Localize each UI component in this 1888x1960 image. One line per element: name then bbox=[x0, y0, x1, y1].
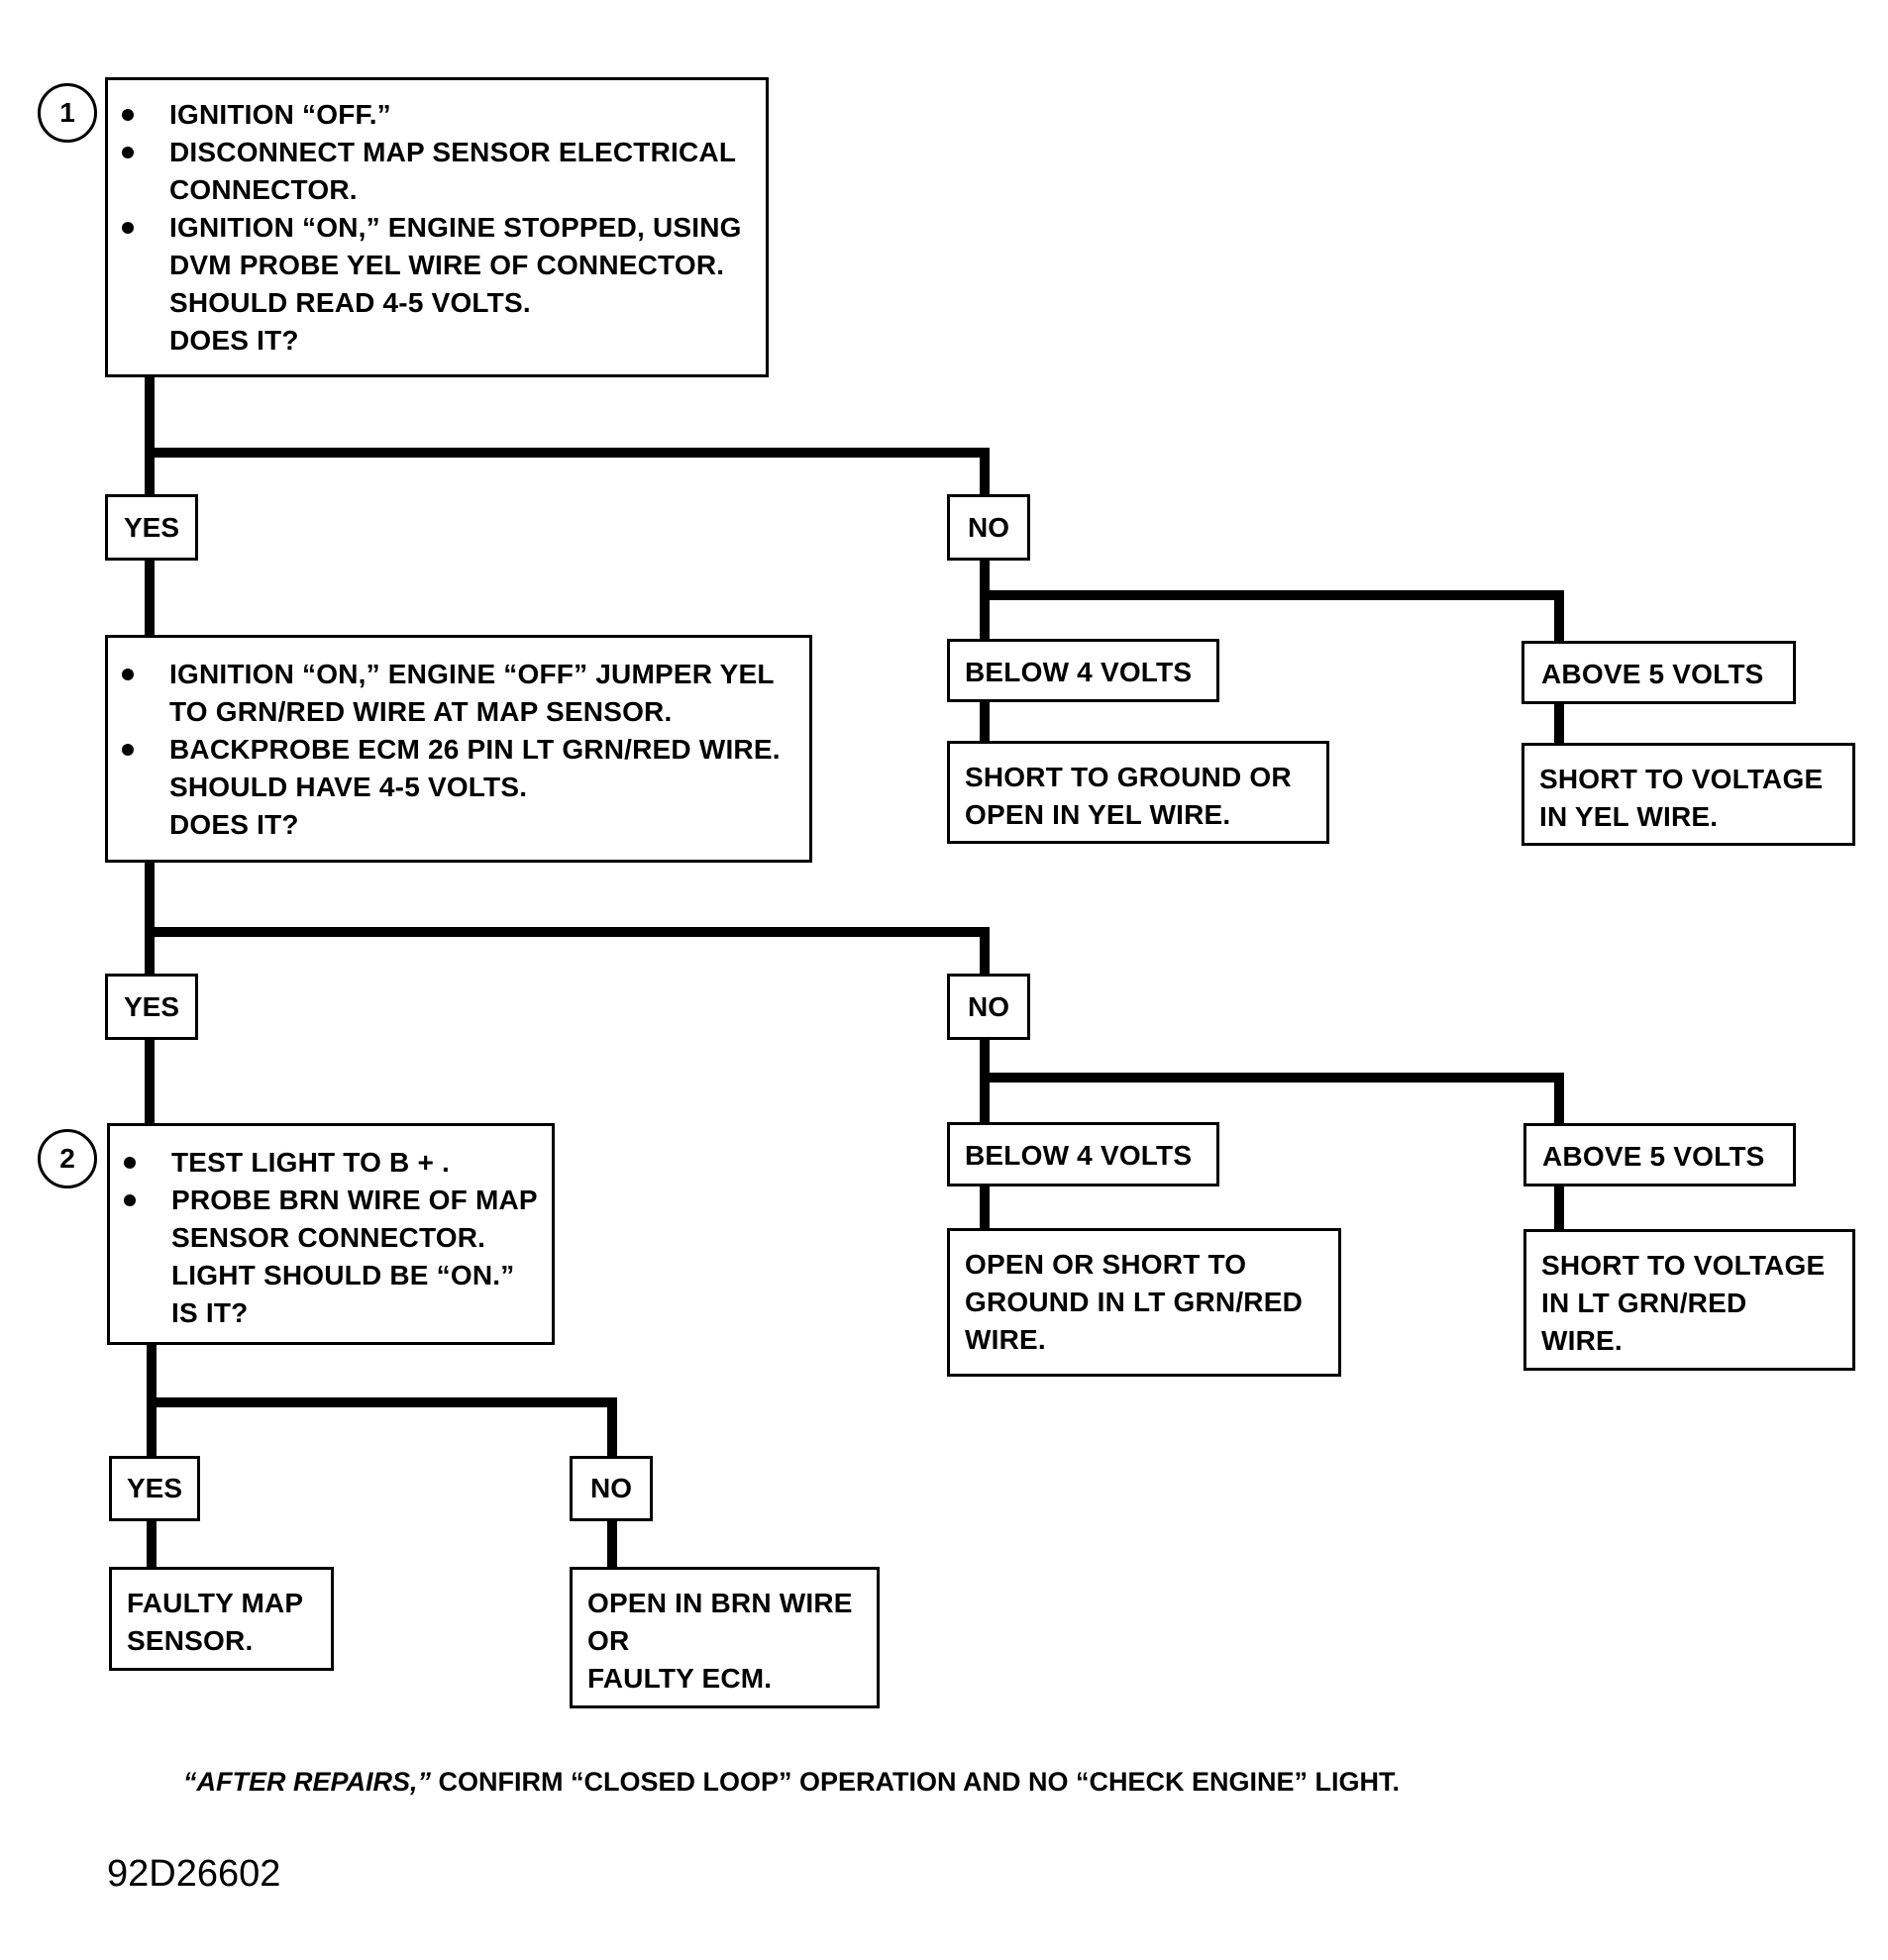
connector-line bbox=[145, 559, 155, 635]
yes-label: YES bbox=[109, 1456, 200, 1521]
no-label: NO bbox=[570, 1456, 653, 1521]
step-1-marker: 1 bbox=[38, 83, 97, 143]
jumper-test-bullet: BACKPROBE ECM 26 PIN LT GRN/RED WIRE.SHO… bbox=[108, 731, 801, 844]
after-repairs-emphasis: “AFTER REPAIRS,” bbox=[183, 1767, 432, 1797]
connector-line bbox=[980, 1185, 990, 1228]
connector-line bbox=[980, 1073, 1564, 1083]
figure-id: 92D26602 bbox=[107, 1853, 281, 1895]
connector-line bbox=[147, 1397, 617, 1407]
below-4-volts-label: BELOW 4 VOLTS bbox=[947, 639, 1219, 702]
after-repairs-note: “AFTER REPAIRS,” CONFIRM “CLOSED LOOP” O… bbox=[183, 1767, 1400, 1798]
above-5-volts-label: ABOVE 5 VOLTS bbox=[1521, 641, 1796, 704]
yes-label: YES bbox=[105, 494, 198, 561]
below-4-volts-label: BELOW 4 VOLTS bbox=[947, 1122, 1219, 1186]
connector-line bbox=[607, 1397, 617, 1456]
connector-line bbox=[607, 1519, 617, 1567]
connector-line bbox=[1554, 1185, 1564, 1229]
connector-line bbox=[980, 927, 990, 974]
connector-line bbox=[145, 448, 990, 458]
connector-line bbox=[1554, 590, 1564, 641]
yes-label: YES bbox=[105, 974, 198, 1040]
connector-line bbox=[145, 1037, 155, 1123]
step-1-bullet: IGNITION “OFF.” bbox=[108, 96, 758, 134]
after-repairs-text: CONFIRM “CLOSED LOOP” OPERATION AND NO “… bbox=[431, 1767, 1401, 1797]
step-2-bullet: TEST LIGHT TO B + . bbox=[110, 1144, 544, 1182]
connector-line bbox=[1554, 1073, 1564, 1123]
no-label: NO bbox=[947, 974, 1030, 1040]
connector-line bbox=[145, 375, 155, 494]
step-1-box: IGNITION “OFF.” DISCONNECT MAP SENSOR EL… bbox=[105, 77, 769, 377]
connector-line bbox=[980, 700, 990, 741]
connector-line bbox=[980, 448, 990, 494]
step-2-marker: 2 bbox=[38, 1129, 97, 1188]
above-5-volts-label: ABOVE 5 VOLTS bbox=[1523, 1123, 1796, 1186]
connector-line bbox=[145, 861, 155, 974]
connector-line bbox=[1554, 702, 1564, 743]
step-2-box: TEST LIGHT TO B + . PROBE BRN WIRE OF MA… bbox=[107, 1123, 555, 1345]
no-label: NO bbox=[947, 494, 1030, 561]
connector-line bbox=[147, 1519, 157, 1567]
connector-line bbox=[145, 927, 990, 937]
connector-line bbox=[980, 590, 1564, 600]
